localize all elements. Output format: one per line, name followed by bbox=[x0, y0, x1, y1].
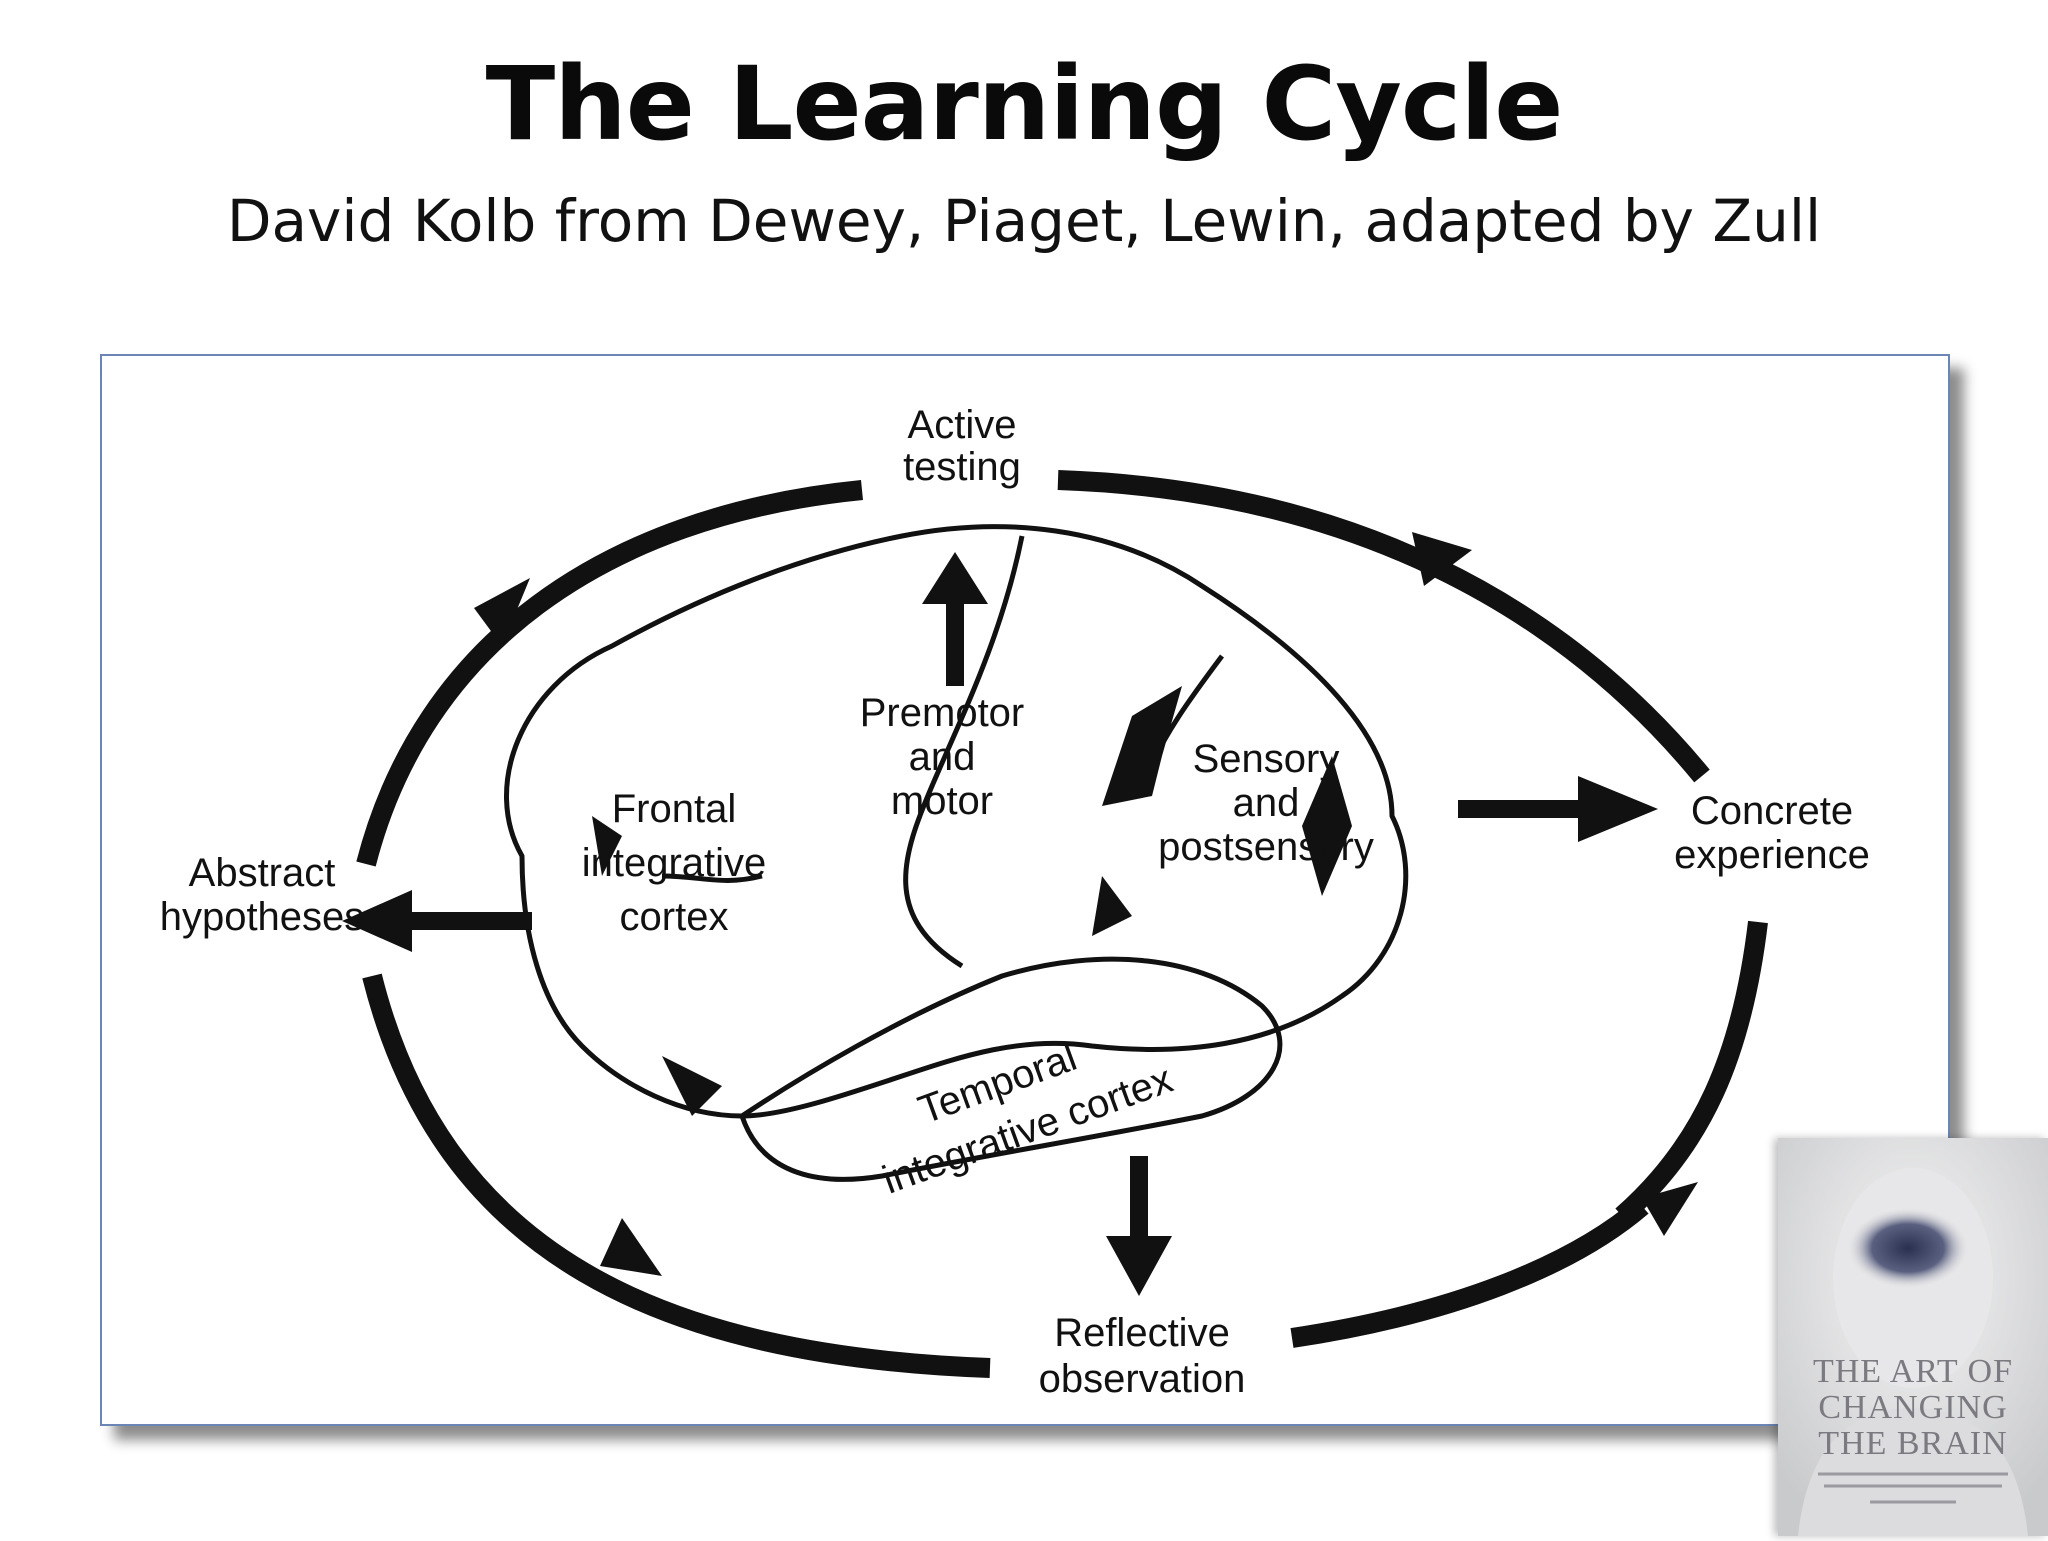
brain-spot bbox=[1848, 1208, 1968, 1288]
learning-cycle-diagram: Active testing Concrete experience Refle… bbox=[160, 403, 1870, 1401]
arrowhead-top-left bbox=[474, 578, 530, 646]
cycle-arc-bottom-left bbox=[362, 973, 991, 1378]
label-abstract-hypotheses-1: Abstract bbox=[189, 851, 336, 895]
label-frontal-1: Frontal bbox=[612, 787, 737, 831]
slide-subtitle: David Kolb from Dewey, Piaget, Lewin, ad… bbox=[226, 187, 1822, 255]
label-active-testing-2: testing bbox=[903, 445, 1021, 489]
cycle-labels: Active testing Concrete experience Refle… bbox=[160, 403, 1870, 1401]
book-title-line-2: CHANGING bbox=[1818, 1389, 2007, 1426]
label-active-testing-1: Active bbox=[908, 403, 1017, 447]
label-reflective-observation-2: observation bbox=[1039, 1357, 1246, 1401]
book-subtitle-lines bbox=[1818, 1472, 2008, 1504]
arrowhead-right bbox=[1642, 1182, 1698, 1236]
label-concrete-experience-2: experience bbox=[1674, 833, 1870, 877]
brain-outline bbox=[504, 524, 1409, 1182]
brain-temporal-lobe bbox=[739, 956, 1283, 1182]
label-concrete-experience-1: Concrete bbox=[1691, 789, 1853, 833]
cycle-arrowheads bbox=[474, 532, 1698, 1276]
book-title-line-1: THE ART OF bbox=[1813, 1353, 2013, 1390]
arrow-to-concrete-experience bbox=[1458, 776, 1658, 842]
arrow-to-reflective-observation bbox=[1106, 1156, 1172, 1296]
label-frontal-3: cortex bbox=[620, 895, 729, 939]
shoulders-silhouette bbox=[1798, 1408, 2028, 1536]
slide-title: The Learning Cycle bbox=[485, 45, 1564, 164]
brain-region-labels: Premotor and motor Frontal integrative c… bbox=[582, 691, 1374, 1203]
label-sensory-1: Sensory bbox=[1193, 737, 1340, 781]
brain-arrows bbox=[342, 552, 1658, 1296]
book-title-line-3: THE BRAIN bbox=[1818, 1425, 2007, 1462]
arrow-to-abstract-hypotheses bbox=[342, 890, 532, 952]
cycle-arc-top-left bbox=[356, 480, 863, 867]
label-premotor-3: motor bbox=[891, 779, 993, 823]
cycle-arc-right bbox=[1615, 920, 1768, 1224]
label-reflective-observation-1: Reflective bbox=[1054, 1311, 1230, 1355]
brain-sulci-fills bbox=[592, 686, 1352, 1116]
label-premotor-2: and bbox=[909, 735, 976, 779]
cycle-arc-bottom bbox=[1290, 1198, 1649, 1348]
label-frontal-2: integrative bbox=[582, 841, 767, 885]
label-abstract-hypotheses-2: hypotheses bbox=[160, 895, 365, 939]
label-premotor-1: Premotor bbox=[860, 691, 1025, 735]
label-sensory-2: and bbox=[1233, 781, 1300, 825]
brain-central-sulcus bbox=[903, 535, 1025, 969]
brain-sulcus-frontal bbox=[661, 873, 763, 883]
arrowhead-bottom-left bbox=[600, 1218, 662, 1276]
arrow-to-active-testing bbox=[922, 552, 988, 686]
cycle-arrows bbox=[356, 470, 1768, 1378]
learning-cycle-figure: Active testing Concrete experience Refle… bbox=[100, 354, 1950, 1426]
book-cover-art: THE ART OF CHANGING THE BRAIN bbox=[1778, 1138, 2048, 1536]
arrowhead-top-right bbox=[1412, 532, 1472, 586]
brain-upper-outline bbox=[504, 524, 1409, 1119]
label-sensory-3: postsensory bbox=[1158, 825, 1374, 869]
book-cover: THE ART OF CHANGING THE BRAIN bbox=[1778, 1138, 2048, 1536]
